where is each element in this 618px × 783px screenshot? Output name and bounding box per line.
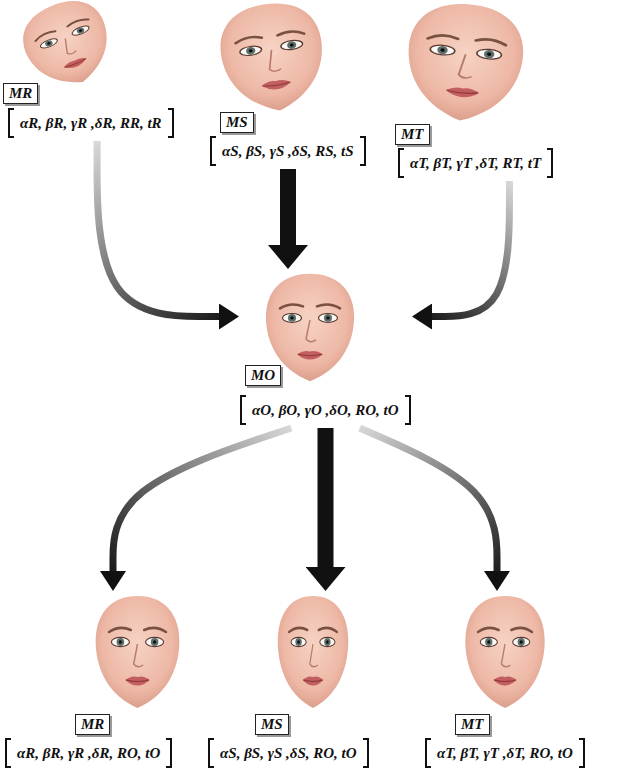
text-slot: MS xyxy=(255,714,289,735)
face-render xyxy=(465,596,544,708)
flow-arrow xyxy=(280,169,296,245)
bracket-right xyxy=(547,148,553,178)
text-slot: αT, βT, γT ,δT, RO, tO xyxy=(425,738,585,768)
bracket-left xyxy=(8,108,14,138)
text-slot: MT xyxy=(455,714,490,735)
model-label: MT xyxy=(395,124,430,145)
face-render xyxy=(278,596,348,708)
face-model: MR αR, βR, γR ,δR, RR, tR xyxy=(3,0,174,138)
text-slot: MR xyxy=(3,83,38,104)
model-label: MO xyxy=(245,365,281,386)
parameter-vector: αO, βO, γO ,δO, RO, tO xyxy=(240,395,411,425)
face-model: MT αT, βT, γT ,δT, RT, tT xyxy=(395,0,554,178)
parameter-text: αR, βR, γR ,δR, RR, tR xyxy=(20,115,162,131)
text-slot: αR, βR, γR ,δR, RO, tO xyxy=(5,738,172,768)
flow-arrow xyxy=(113,428,291,571)
model-label: MS xyxy=(255,714,289,735)
parameter-text: αO, βO, γO ,δO, RO, tO xyxy=(252,402,399,418)
model-label: MT xyxy=(455,714,490,735)
face-model: MT αT, βT, γT ,δT, RO, tO xyxy=(425,592,585,768)
face-render xyxy=(215,0,330,118)
model-label: MR xyxy=(75,714,110,735)
bracket-left xyxy=(210,136,216,166)
parameter-vector: αT, βT, γT ,δT, RO, tO xyxy=(425,738,585,768)
text-slot: MT xyxy=(395,124,430,145)
parameter-text: αS, βS, γS ,δS, RO, tO xyxy=(220,745,357,761)
parameter-text: αR, βR, γR ,δR, RO, tO xyxy=(17,745,160,761)
flow-arrow xyxy=(318,428,334,567)
bracket-right xyxy=(360,136,366,166)
model-label: MR xyxy=(3,83,38,104)
face-model: MS αS, βS, γS ,δS, RS, tS xyxy=(210,0,366,166)
face-model: MO αO, βO, γO ,δO, RO, tO xyxy=(240,270,411,425)
bracket-right xyxy=(166,738,172,768)
bracket-right xyxy=(405,395,411,425)
flow-arrow xyxy=(97,141,219,317)
bracket-left xyxy=(240,395,246,425)
parameter-vector: αS, βS, γS ,δS, RO, tO xyxy=(208,738,369,768)
text-slot: αO, βO, γO ,δO, RO, tO xyxy=(240,395,411,425)
text-slot: MR xyxy=(75,714,110,735)
model-label: MS xyxy=(220,112,254,133)
text-slot: αT, βT, γT ,δT, RT, tT xyxy=(398,148,553,178)
bracket-right xyxy=(363,738,369,768)
bracket-left xyxy=(398,148,404,178)
parameter-vector: αS, βS, γS ,δS, RS, tS xyxy=(210,136,366,166)
bracket-left xyxy=(425,738,431,768)
text-slot: MS xyxy=(220,112,254,133)
text-slot: αS, βS, γS ,δS, RS, tS xyxy=(210,136,366,166)
parameter-text: αT, βT, γT ,δT, RO, tO xyxy=(437,745,573,761)
bracket-right xyxy=(168,108,174,138)
parameter-vector: αR, βR, γR ,δR, RR, tR xyxy=(8,108,174,138)
parameter-vector: αR, βR, γR ,δR, RO, tO xyxy=(5,738,172,768)
parameter-vector: αT, βT, γT ,δT, RT, tT xyxy=(398,148,553,178)
face-model: MR αR, βR, γR ,δR, RO, tO xyxy=(5,592,185,768)
flow-arrow xyxy=(360,428,497,571)
face-render xyxy=(403,0,527,126)
flow-arrow xyxy=(432,181,509,317)
face-render xyxy=(96,596,180,708)
text-slot: MO xyxy=(245,365,281,386)
text-slot: αR, βR, γR ,δR, RR, tR xyxy=(8,108,174,138)
text-slot: αS, βS, γS ,δS, RO, tO xyxy=(208,738,369,768)
bracket-left xyxy=(5,738,11,768)
parameter-text: αS, βS, γS ,δS, RS, tS xyxy=(222,143,354,159)
parameter-text: αT, βT, γT ,δT, RT, tT xyxy=(410,155,541,171)
bracket-left xyxy=(208,738,214,768)
bracket-right xyxy=(579,738,585,768)
face-model: MS αS, βS, γS ,δS, RO, tO xyxy=(208,592,369,768)
